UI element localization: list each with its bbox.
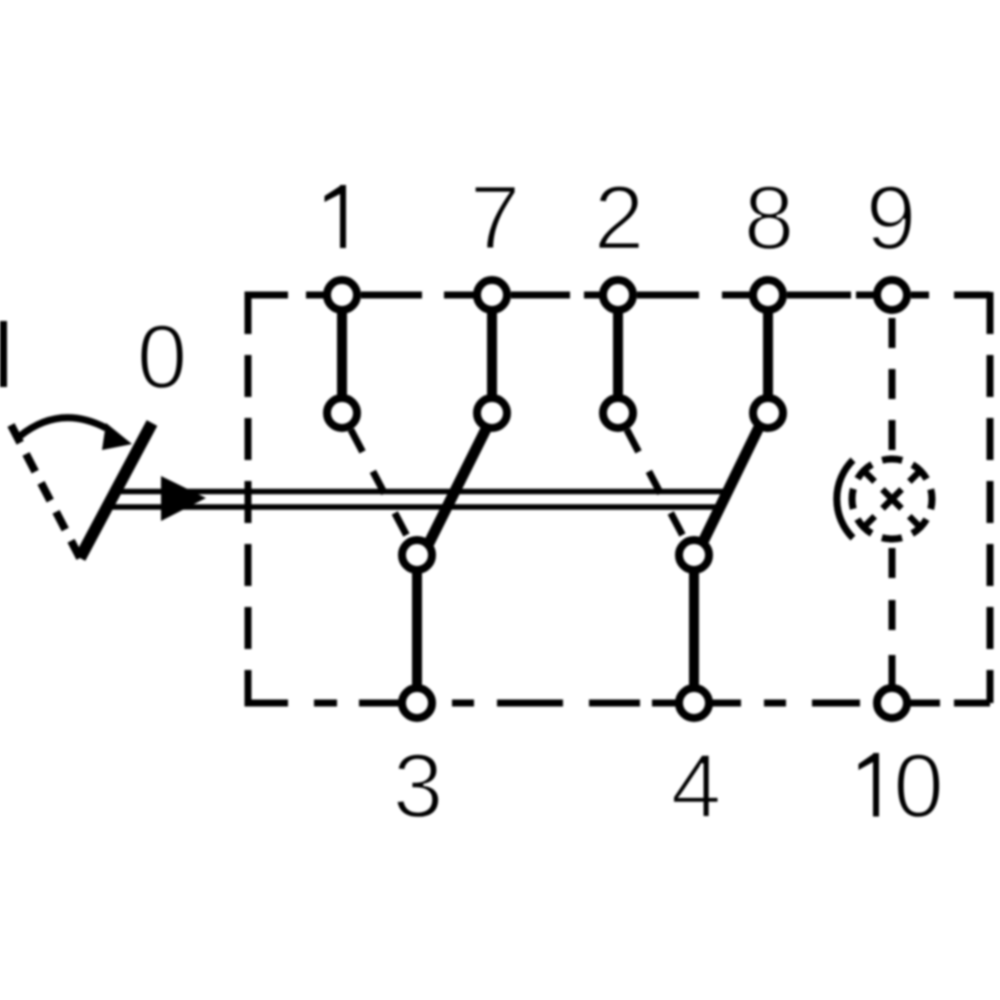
svg-text:9: 9 <box>866 168 917 269</box>
svg-text:0: 0 <box>893 736 944 837</box>
svg-text:2: 2 <box>594 168 645 269</box>
svg-text:7: 7 <box>470 168 521 269</box>
svg-text:4: 4 <box>671 736 722 837</box>
svg-text:8: 8 <box>744 168 795 269</box>
svg-text:3: 3 <box>393 736 444 837</box>
svg-text:0: 0 <box>137 307 188 408</box>
